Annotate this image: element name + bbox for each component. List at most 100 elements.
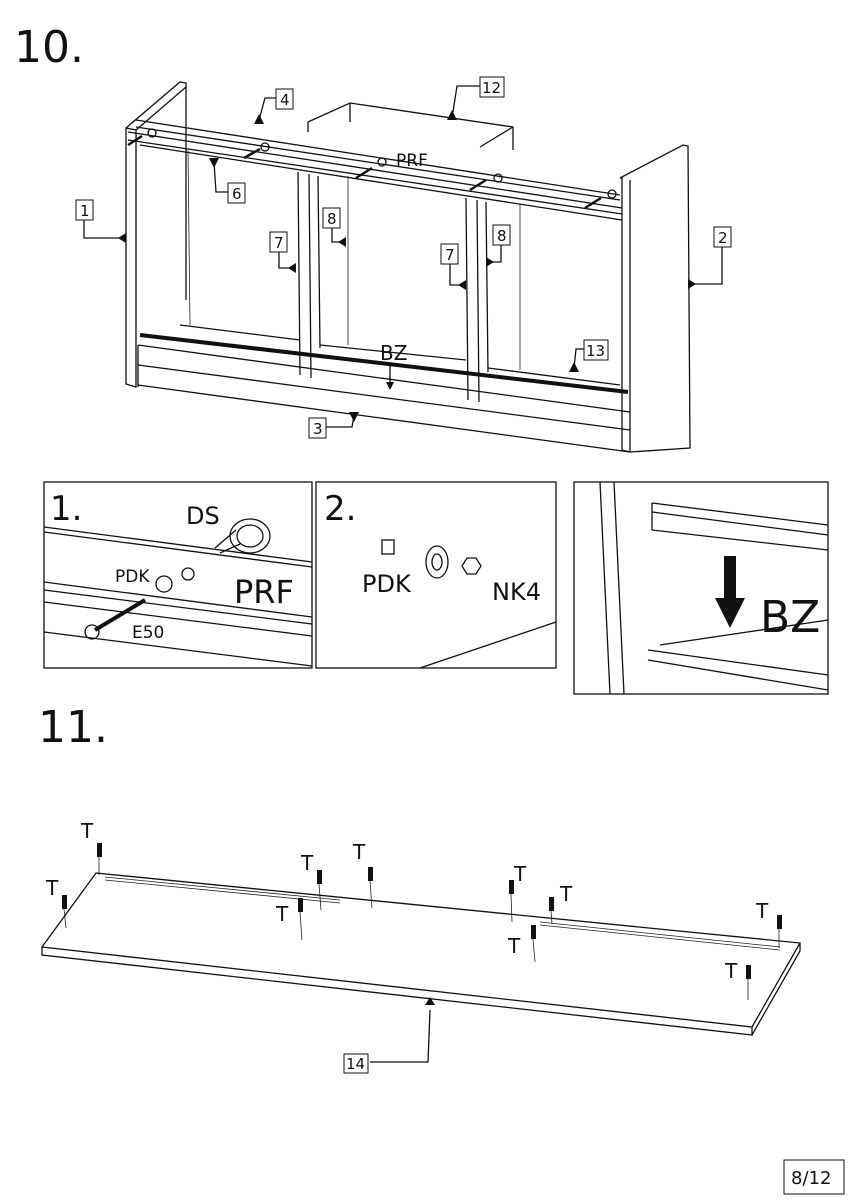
pdk-label-2: PDK: [362, 570, 412, 598]
drawing-line: [213, 161, 228, 193]
drawing-line: [599, 481, 829, 695]
nut-icon: [461, 557, 482, 575]
drawing-line: [550, 910, 553, 925]
drawing-line: [447, 110, 457, 120]
part-14-label: 14: [346, 1055, 365, 1073]
drawing-line: [583, 339, 609, 361]
detail-2-number: 2.: [324, 489, 356, 529]
drawing-line: [299, 911, 303, 941]
part-4-label: 4: [280, 91, 290, 109]
drawing-line: [298, 898, 303, 912]
drawing-line: [370, 1009, 431, 1063]
drawing-line: [492, 245, 502, 263]
drawing-line: [257, 97, 276, 125]
drawing-line: [419, 621, 557, 669]
drawing-line: [368, 867, 373, 881]
cabinet-drawing: [125, 81, 691, 453]
bz-label: BZ: [380, 341, 407, 365]
part-4-box: [275, 88, 294, 110]
drawing-line: [254, 114, 264, 124]
drawing-line: [308, 417, 327, 439]
drawing-line: [486, 257, 494, 267]
drawing-line: [573, 481, 829, 695]
dowels: T T T T T T T T T T: [45, 819, 782, 1000]
drawing-line: [440, 243, 459, 265]
part-8b-label: 8: [497, 227, 507, 245]
cabinet-callouts: 4 12 6 1 7 8 7 8 2 13 3 PRF BZ: [75, 76, 732, 439]
drawing-line: [40, 872, 802, 1036]
dowel-label: T: [507, 934, 521, 958]
dowel-label: T: [275, 902, 289, 926]
dowel-icon: [531, 925, 536, 963]
drawing-line: [139, 333, 629, 394]
drawing-line: [209, 158, 219, 168]
part-6-label: 6: [232, 185, 242, 203]
dowel-label: T: [755, 899, 769, 923]
screw-e50-icon: [93, 598, 147, 632]
drawing-line: [549, 897, 554, 911]
part-3-label: 3: [313, 420, 323, 438]
part-13-label: 13: [586, 342, 605, 360]
drawing-line: [510, 893, 513, 923]
nk4-label: NK4: [492, 578, 541, 606]
drawing-line: [62, 895, 67, 909]
drawing-line: [269, 231, 288, 253]
dowel-icon: [368, 867, 373, 909]
drawing-line: [307, 102, 514, 150]
rail-screws: [127, 128, 617, 210]
drawing-line: [137, 324, 631, 453]
prf-label: PRF: [396, 151, 428, 171]
drawing-line: [619, 144, 691, 453]
drawing-line: [509, 880, 514, 894]
part-2-label: 2: [718, 229, 728, 247]
drawing-line: [492, 224, 511, 246]
drawing-line: [43, 481, 313, 669]
drawing-line: [317, 870, 322, 884]
drawing-line: [278, 252, 292, 269]
drawing-line: [214, 529, 241, 554]
drawing-line: [531, 925, 536, 939]
dowel-icon: [509, 880, 514, 923]
drawing-line: [315, 481, 557, 669]
dowel-icon: [97, 843, 102, 875]
drawing-line: [532, 938, 536, 963]
dowel-label: T: [80, 819, 94, 843]
drawing-line: [713, 226, 732, 248]
detail-panel-2: 2. PDK NK4: [315, 481, 557, 669]
bz-detail-label: BZ: [760, 592, 820, 643]
part-7b-label: 7: [445, 246, 455, 264]
drawing-line: [343, 1053, 369, 1074]
ds-label: DS: [186, 502, 220, 530]
drawing-line: [84, 624, 100, 640]
drawing-line: [127, 131, 623, 221]
drawing-line: [349, 412, 359, 422]
dowel-label: T: [513, 862, 527, 886]
drawing-line: [229, 518, 271, 554]
drawing-line: [569, 362, 579, 372]
pdk-label: PDK: [115, 567, 150, 587]
drawing-line: [431, 553, 443, 571]
detail-1-number: 1.: [50, 489, 82, 529]
drawing-line: [288, 263, 296, 273]
dowel-label: T: [300, 851, 314, 875]
drawing-line: [746, 965, 751, 979]
page-number-box: [783, 1159, 845, 1195]
hole-icon: [181, 567, 195, 581]
drawing-line: [338, 237, 346, 247]
drawing-line: [97, 843, 102, 857]
step-11-heading: 11.: [38, 702, 108, 753]
part-12-box: [479, 76, 505, 98]
part-12-label: 12: [482, 79, 501, 97]
drawing-line: [777, 915, 782, 929]
drawing-line: [260, 142, 270, 152]
drawing-line: [451, 85, 480, 119]
drawing-line: [63, 908, 67, 929]
dowel-label: T: [45, 876, 59, 900]
step-10-heading: 10.: [14, 22, 84, 73]
dowel-icon: [298, 898, 303, 941]
drawing-line: [83, 220, 122, 239]
drawing-line: [227, 182, 246, 204]
drawing-line: [449, 264, 460, 286]
dowel-label: T: [352, 840, 366, 864]
